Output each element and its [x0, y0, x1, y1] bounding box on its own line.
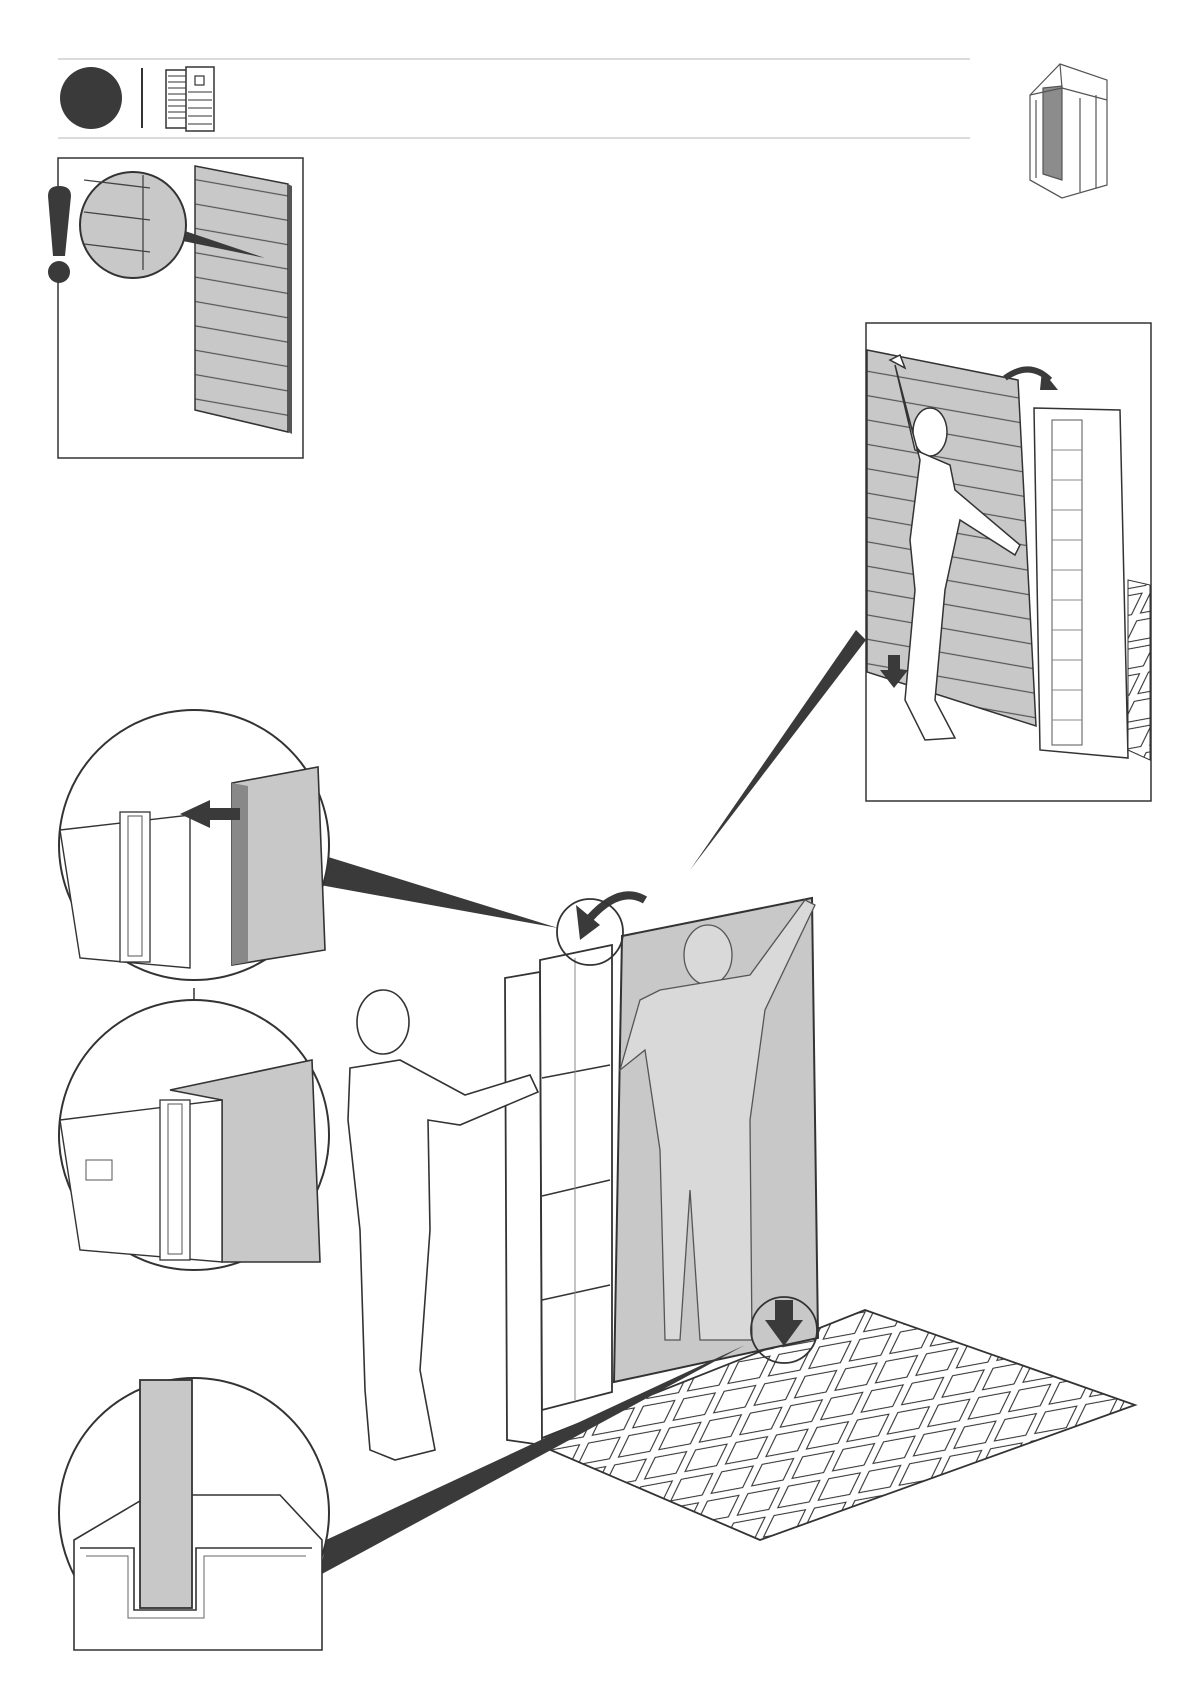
header-bar: [58, 59, 970, 138]
frame-column: [505, 945, 612, 1445]
bottom-channel-detail-circle: [59, 1378, 329, 1650]
striped-panel-illustration: [195, 166, 292, 434]
shed-isometric-highlight-icon: [1030, 64, 1107, 198]
panel-groove-zoom-circle: [80, 172, 186, 278]
side-clip-detail-circle: [59, 1000, 329, 1270]
top-clip-detail-circle: [59, 710, 329, 980]
wall-panel-part-icon: [166, 67, 214, 131]
main-assembly-scene: [348, 895, 1135, 1540]
frame-post: [1034, 408, 1128, 758]
step-badge-icon: [60, 67, 122, 129]
warning-box: [44, 158, 303, 458]
panel-tilt-detail-inset: [866, 323, 1151, 801]
